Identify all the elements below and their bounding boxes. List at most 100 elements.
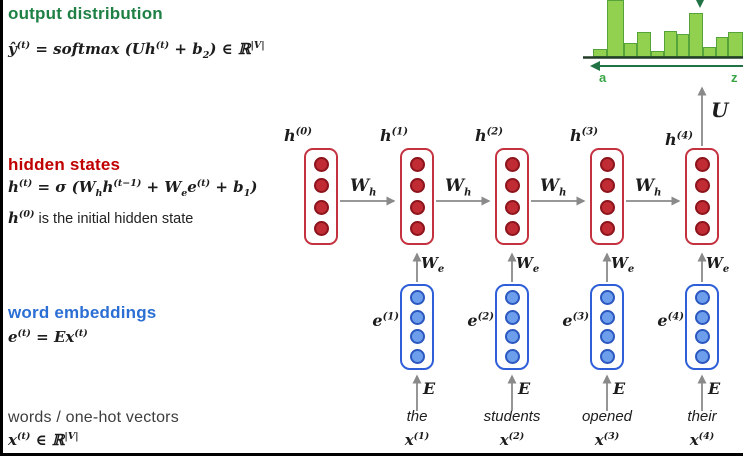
hidden-state-box-h4 [685,148,719,245]
hidden-states-heading: hidden states [8,155,121,174]
h1-label: h(1) [379,126,408,145]
state-dot [694,221,710,237]
prob-bar [689,13,703,57]
embedding-dot [599,290,615,306]
embedding-dot [694,309,710,325]
output-distribution-heading: output distribution [8,4,163,23]
prob-bar [728,32,743,57]
state-dot [599,178,615,194]
e1-label: e(1) [372,311,399,330]
e2-label: e(2) [467,311,494,330]
x4-label: x(4) [689,431,715,449]
we-weight-label: We [516,254,540,275]
wh-weight-label: Wh [350,176,377,199]
hidden-state-box-h0 [304,148,338,245]
hidden-state-box-h2 [495,148,529,245]
e-matrix-label: E [613,379,626,398]
input-word-students: students [483,408,541,425]
prob-bar [607,0,624,57]
embedding-dot [694,329,710,345]
prob-bar [651,51,664,57]
axis-label-a: a [599,70,607,85]
prob-bar [637,32,651,57]
state-dot [504,221,520,237]
state-dot [313,156,329,172]
embedding-dot [409,290,425,306]
embedding-box-e1 [400,284,434,370]
prob-bar [677,34,689,57]
embedding-formula: e(t) = Ex(t) [8,328,88,346]
embedding-dot [504,329,520,345]
bottom-edge-strip [0,453,743,456]
input-word-opened: opened [581,408,633,425]
state-dot [409,221,425,237]
input-word-their: their [687,408,717,425]
x2-label: x(2) [499,431,525,449]
embedding-dot [599,309,615,325]
state-dot [599,156,615,172]
state-dot [599,199,615,215]
h4-label: h(4) [664,130,693,149]
state-dot [694,199,710,215]
probability-bars [0,0,743,58]
word-embeddings-heading: word embeddings [8,303,157,322]
embedding-dot [599,348,615,364]
hidden-state-box-h1 [400,148,434,245]
state-dot [599,221,615,237]
state-dot [504,199,520,215]
embedding-box-e2 [495,284,529,370]
embedding-dot [504,290,520,306]
prob-bar [716,37,728,57]
e-matrix-label: E [423,379,436,398]
state-dot [504,178,520,194]
we-weight-label: We [611,254,635,275]
embedding-box-e3 [590,284,624,370]
left-edge-strip [0,0,3,456]
h2-label: h(2) [474,126,503,145]
we-weight-label: We [421,254,445,275]
prob-bar [664,31,677,57]
x3-label: x(3) [594,431,620,449]
we-weight-label: We [706,254,730,275]
output-formula: ŷ(t) = softmax (Uh(t) + b2) ∈ ℝ|V| [8,40,265,61]
one-hot-vectors-heading: words / one-hot vectors [8,409,179,426]
wh-weight-label: Wh [445,176,472,199]
state-dot [409,199,425,215]
embedding-dot [504,348,520,364]
embedding-dot [504,309,520,325]
axis-label-z: z [731,70,738,85]
prob-bar [624,43,637,57]
wh-weight-label: Wh [635,176,662,199]
state-dot [409,178,425,194]
u-weight-label: U [711,98,729,122]
x1-label: x(1) [404,431,430,449]
h3-label: h(3) [569,126,598,145]
embedding-dot [599,329,615,345]
one-hot-formula: x(t) ∈ ℝ|V| [8,431,79,449]
e-matrix-label: E [708,379,721,398]
embedding-dot [409,329,425,345]
e3-label: e(3) [562,311,589,330]
state-dot [409,156,425,172]
hidden-state-box-h3 [590,148,624,245]
state-dot [313,178,329,194]
state-dot [504,156,520,172]
embedding-dot [694,348,710,364]
embedding-dot [409,348,425,364]
embedding-dot [694,290,710,306]
e-matrix-label: E [518,379,531,398]
hidden-state-formula: h(t) = σ (Whh(t−1) + Wee(t) + b1) [8,178,258,199]
state-dot [694,178,710,194]
state-dot [313,199,329,215]
wh-weight-label: Wh [540,176,567,199]
e4-label: e(4) [657,311,684,330]
embedding-dot [409,309,425,325]
h0-label: h(0) [283,126,312,145]
input-word-the: the [406,408,428,425]
prob-bar [703,47,716,57]
initial-hidden-state-note: h(0) is the initial hidden state [8,209,194,227]
state-dot [694,156,710,172]
embedding-box-e4 [685,284,719,370]
